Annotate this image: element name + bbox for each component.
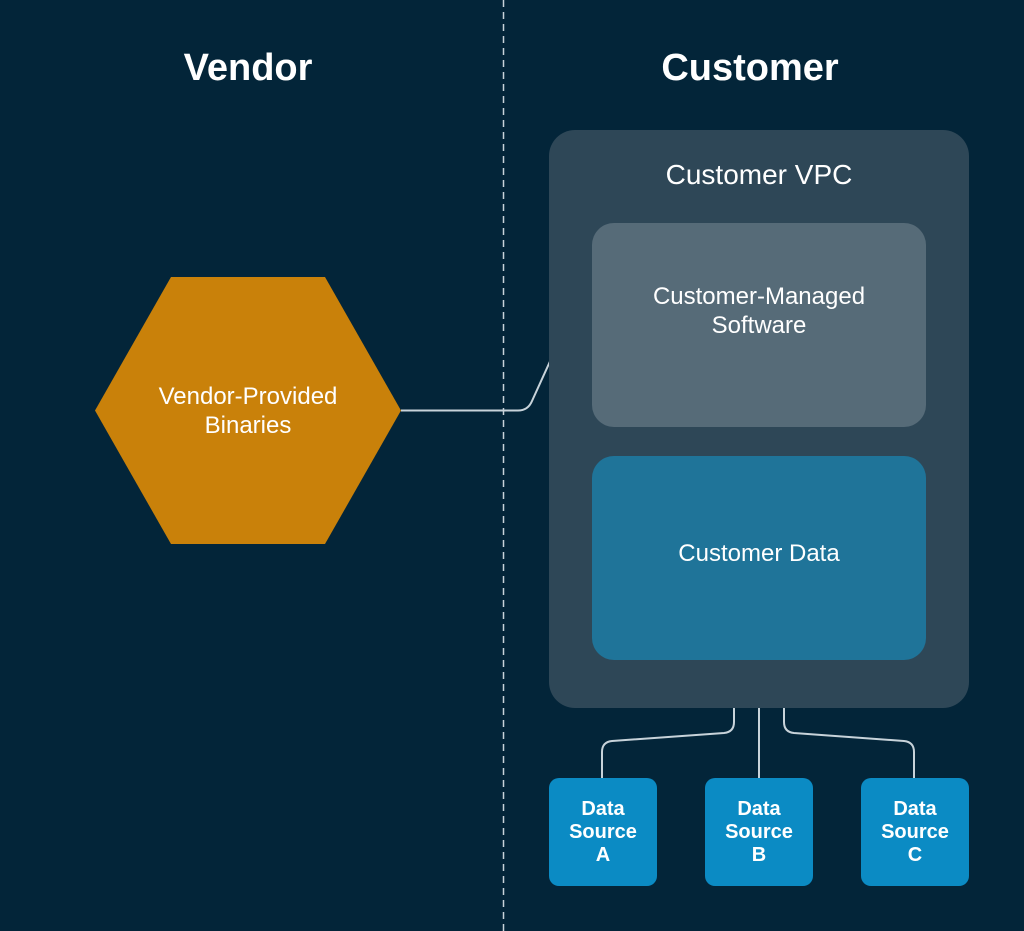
- customer-heading: Customer: [661, 47, 839, 89]
- customer-data-node: Customer Data: [592, 456, 926, 660]
- data-source-a-label: Data Source A: [569, 797, 637, 866]
- data-source-c-node: Data Source C: [861, 778, 969, 886]
- data-source-b-node: Data Source B: [705, 778, 813, 886]
- customer-software-label: Customer-Managed Software: [652, 283, 866, 339]
- vendor-heading: Vendor: [183, 47, 313, 89]
- data-source-c-label: Data Source C: [881, 797, 949, 866]
- data-source-a-node: Data Source A: [549, 778, 657, 886]
- customer-software-node: Customer-Managed Software: [592, 223, 926, 427]
- vendor-binaries-label: Vendor-Provided Binaries: [158, 382, 338, 439]
- vendor-binaries-hexagon: [95, 277, 401, 544]
- data-source-b-label: Data Source B: [725, 797, 793, 866]
- vendor-binaries-node: Vendor-Provided Binaries: [95, 277, 401, 544]
- data-to-source-c-connector: [783, 660, 915, 778]
- data-to-source-a-connector: [601, 660, 735, 778]
- customer-data-label: Customer Data: [678, 540, 840, 567]
- customer-vpc-label: Customer VPC: [665, 159, 853, 190]
